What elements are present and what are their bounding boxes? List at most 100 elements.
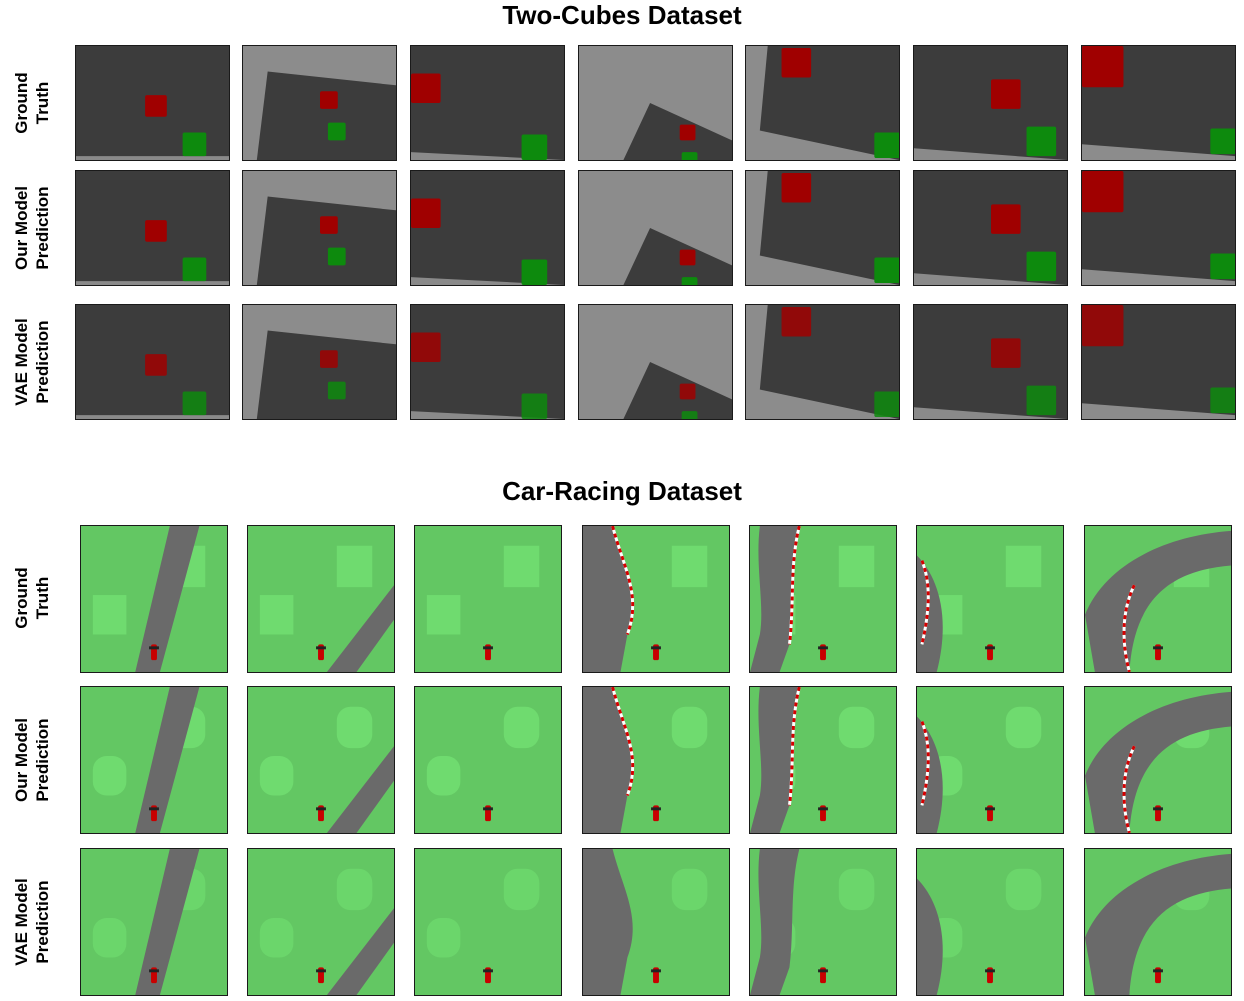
grass-patch xyxy=(92,595,127,635)
grass-patch xyxy=(503,545,540,588)
grass-patch xyxy=(838,706,875,749)
track xyxy=(583,526,633,672)
green-cube xyxy=(1210,387,1235,414)
cubes-frame-r3-c3 xyxy=(410,304,565,420)
cubes-frame-r1-c4 xyxy=(578,45,733,161)
red-cube xyxy=(990,204,1021,234)
curb-red xyxy=(611,687,635,797)
car-axle xyxy=(1153,969,1163,973)
red-cube xyxy=(319,91,338,109)
green-cube xyxy=(1026,385,1057,416)
track xyxy=(583,849,633,995)
floor-plane xyxy=(411,46,564,160)
green-cube xyxy=(681,152,698,160)
car-axle xyxy=(316,807,326,811)
cubes-frame-r2-c7 xyxy=(1081,170,1236,286)
grass-patch xyxy=(92,918,127,958)
green-cube xyxy=(182,257,207,282)
green-cube xyxy=(874,391,899,418)
curb-white xyxy=(1122,745,1136,833)
floor-plane xyxy=(411,171,564,285)
cubes-frame-r3-c1 xyxy=(75,304,230,420)
grass-patch xyxy=(1005,706,1042,749)
red-cube xyxy=(781,172,812,203)
grass-patch xyxy=(1005,868,1042,911)
curb-red xyxy=(787,687,801,806)
car-frame-r3-c6 xyxy=(916,848,1064,996)
cubes-frame-r1-c6 xyxy=(913,45,1068,161)
car-axle xyxy=(651,807,661,811)
car-frame-r2-c6 xyxy=(916,686,1064,834)
red-cube xyxy=(411,332,441,362)
car-frame-r3-c4 xyxy=(582,848,730,996)
grass-patch xyxy=(671,868,708,911)
grass-patch xyxy=(259,595,294,635)
red-cube xyxy=(781,306,812,337)
car-frame-r2-c7 xyxy=(1084,686,1232,834)
car-frame-r2-c3 xyxy=(414,686,562,834)
car-frame-r3-c1 xyxy=(80,848,228,996)
cubes-frame-r1-c7 xyxy=(1081,45,1236,161)
grass-patch xyxy=(336,868,373,911)
grass-patch xyxy=(259,756,294,796)
car-axle xyxy=(316,969,326,973)
green-cube xyxy=(327,122,346,141)
green-cube xyxy=(1026,126,1057,157)
car-axle xyxy=(149,807,159,811)
car-axle xyxy=(985,807,995,811)
car-axle xyxy=(818,807,828,811)
cubes-frame-r3-c2 xyxy=(242,304,397,420)
car-racing-dataset-title: Car-Racing Dataset xyxy=(502,476,742,506)
red-cube xyxy=(679,383,696,400)
car-axle xyxy=(316,646,326,650)
car-axle xyxy=(818,969,828,973)
red-cube xyxy=(319,216,338,234)
red-cube xyxy=(990,338,1021,368)
red-cube xyxy=(145,220,167,242)
car-axle xyxy=(1153,646,1163,650)
car-axle xyxy=(483,646,493,650)
grass-patch xyxy=(671,706,708,749)
cubes-frame-r1-c1 xyxy=(75,45,230,161)
green-cube xyxy=(1210,253,1235,280)
cubes-frame-r2-c1 xyxy=(75,170,230,286)
green-cube xyxy=(1026,251,1057,282)
car-axle xyxy=(651,969,661,973)
red-cube xyxy=(1082,171,1124,213)
car-axle xyxy=(1153,807,1163,811)
green-cube xyxy=(327,247,346,266)
red-cube xyxy=(145,354,167,376)
track xyxy=(1085,530,1231,672)
car-frame-r1-c2 xyxy=(247,525,395,673)
floor-plane xyxy=(623,103,732,160)
cubes-frame-r2-c3 xyxy=(410,170,565,286)
track xyxy=(1085,853,1231,995)
red-cube xyxy=(679,249,696,266)
red-cube xyxy=(411,198,441,228)
car-frame-r3-c2 xyxy=(247,848,395,996)
green-cube xyxy=(681,411,698,419)
cubes-frame-r2-c2 xyxy=(242,170,397,286)
car-axle xyxy=(483,969,493,973)
green-cube xyxy=(521,393,548,419)
car-frame-r2-c5 xyxy=(749,686,897,834)
track xyxy=(750,687,800,833)
car-axle xyxy=(985,646,995,650)
car-axle xyxy=(483,807,493,811)
cubes-frame-r2-c5 xyxy=(745,170,900,286)
green-cube xyxy=(521,134,548,160)
floor-plane xyxy=(256,196,396,285)
track xyxy=(135,526,200,672)
car-frame-r1-c7 xyxy=(1084,525,1232,673)
floor-plane xyxy=(623,362,732,419)
car-frame-r1-c6 xyxy=(916,525,1064,673)
grass-patch xyxy=(671,545,708,588)
floor-plane xyxy=(256,71,396,160)
red-cube xyxy=(145,95,167,117)
cubes-frame-r3-c7 xyxy=(1081,304,1236,420)
